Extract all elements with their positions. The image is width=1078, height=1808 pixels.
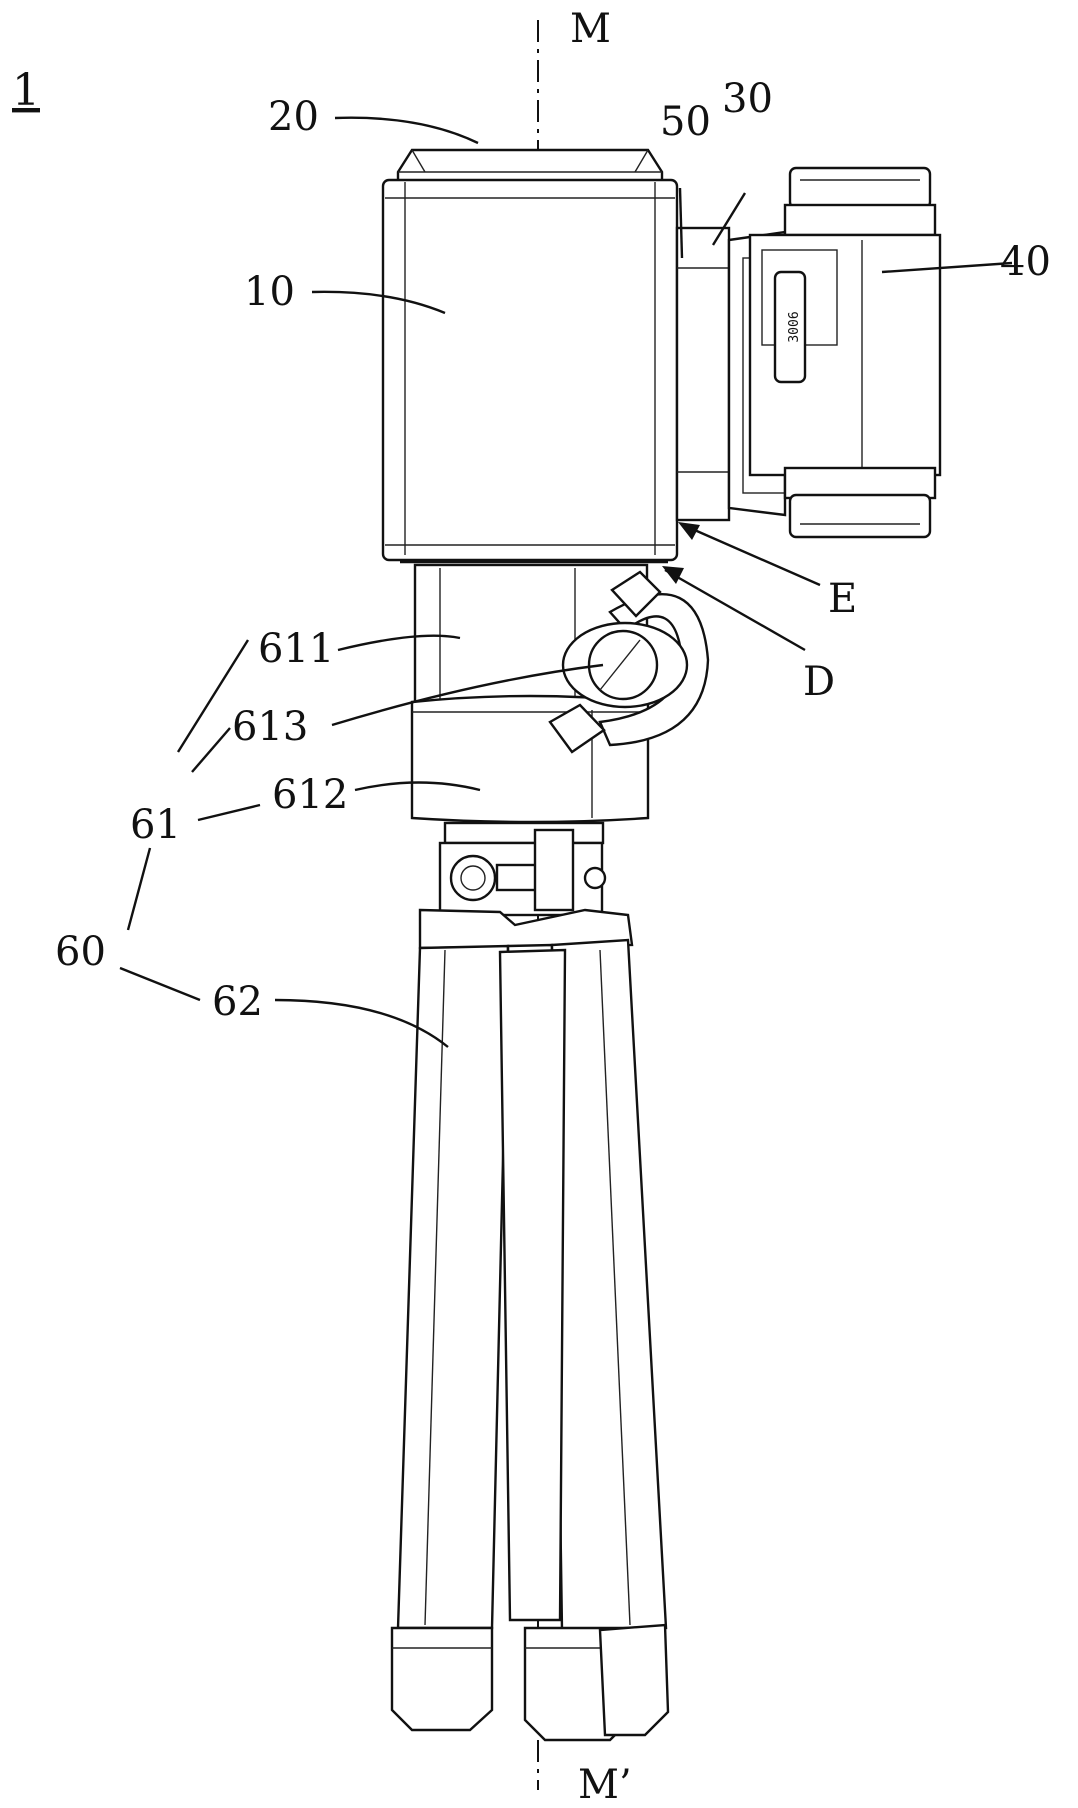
- tripod-feet: [390, 1623, 670, 1742]
- connector-text: 3006: [787, 311, 802, 342]
- label-10: 10: [244, 269, 295, 315]
- top-cap: [396, 148, 664, 184]
- label-612: 612: [272, 772, 348, 818]
- axis-label-bottom: M’: [578, 1762, 632, 1808]
- module-40: 3006: [748, 166, 942, 539]
- leader-lines: [119, 116, 1013, 1048]
- main-body: [381, 178, 679, 564]
- column-612: [410, 694, 650, 824]
- tripod-legs: [396, 908, 668, 1632]
- label-D: D: [803, 659, 835, 705]
- tripod-head: [438, 821, 607, 917]
- figure-number: 1: [12, 65, 40, 116]
- axis-label-top: M: [570, 6, 611, 52]
- label-40: 40: [1000, 239, 1051, 285]
- label-E: E: [828, 576, 857, 622]
- knob-613: [548, 570, 710, 754]
- label-50: 50: [660, 99, 711, 145]
- label-62: 62: [212, 979, 263, 1025]
- adapter-50: [675, 226, 731, 522]
- label-61: 61: [130, 802, 181, 848]
- arrowheads: [662, 522, 700, 584]
- label-30: 30: [722, 76, 773, 122]
- label-611: 611: [258, 626, 334, 672]
- label-60: 60: [55, 929, 106, 975]
- label-613: 613: [232, 704, 308, 750]
- label-20: 20: [268, 94, 319, 140]
